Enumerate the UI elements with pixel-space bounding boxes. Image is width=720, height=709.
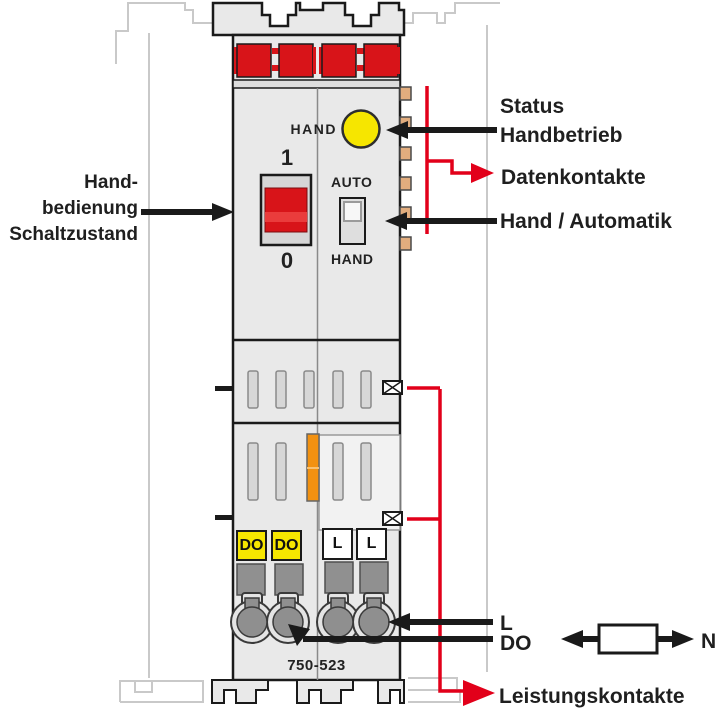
vent-slot <box>275 442 287 501</box>
vent-slot <box>275 370 287 409</box>
data-contact <box>399 236 412 251</box>
data-contact <box>399 146 412 161</box>
rocker-switch-stripe <box>265 212 307 222</box>
vent-slots-upper <box>247 370 372 409</box>
vent-slot <box>360 442 372 501</box>
terminal-inner <box>358 606 390 638</box>
vent-slot <box>303 370 315 409</box>
terminal-inner <box>322 606 354 638</box>
status-line1: Status <box>500 95 565 118</box>
din-rail-feet <box>211 679 405 704</box>
rocker-on-label: 1 <box>280 145 294 170</box>
n-diagram-left-arrowhead-icon <box>561 630 583 648</box>
red-arrowheads <box>463 163 495 706</box>
data-contact <box>399 86 412 101</box>
neutral-label: N <box>701 630 717 653</box>
latch-link <box>357 48 365 54</box>
status-arrowhead-icon <box>386 121 408 139</box>
leistungskontakte-arrowhead-icon <box>463 680 495 706</box>
latch-bar <box>234 47 237 74</box>
terminal-inner <box>236 606 268 638</box>
latch-bar <box>319 47 322 74</box>
handbedienung-line2: bedienung <box>41 198 138 219</box>
jumper-contact-x-icon <box>382 511 403 526</box>
red-circuit-lines <box>407 86 473 693</box>
data-contact <box>399 176 412 191</box>
terminal-do-label: DO <box>500 632 532 655</box>
rocker-off-label: 0 <box>280 248 294 273</box>
tick-mark-lower <box>215 515 234 520</box>
terminal-l-label: L <box>500 612 513 635</box>
datenkontakte-arrowhead-icon <box>471 163 494 183</box>
latch-band-divider <box>232 79 401 89</box>
vent-slot <box>247 370 259 409</box>
datenkontakte-branch <box>427 159 473 175</box>
vent-slot <box>360 370 372 409</box>
vent-slots-lower <box>247 442 372 501</box>
do-arrowhead-icon <box>288 624 310 646</box>
hand-status-led <box>341 109 381 149</box>
latch-link <box>272 48 280 54</box>
tick-mark-upper <box>215 386 234 391</box>
latch-link <box>357 65 365 71</box>
foot-center <box>296 679 354 704</box>
release-latches <box>234 43 400 78</box>
push-button <box>274 563 304 596</box>
annotation-arrowheads <box>212 121 694 648</box>
wire-terminals <box>230 592 396 644</box>
terminal-tag-do-1: DO <box>236 530 267 561</box>
handbedienung-line3: Schaltzustand <box>9 224 138 245</box>
terminal-tag-do-2: DO <box>271 530 302 561</box>
latch-block <box>363 43 399 78</box>
handbedienung-arrowhead-icon <box>212 203 234 221</box>
latch-link <box>272 65 280 71</box>
vent-slot <box>332 442 344 501</box>
foot-left <box>211 679 269 704</box>
foot-right <box>377 679 405 704</box>
leistungskontakte-label: Leistungskontakte <box>499 685 685 708</box>
latch-block <box>236 43 272 78</box>
power-contact-rail-line <box>438 389 464 693</box>
handbedienung-label: Hand- bedienung Schaltzustand <box>9 170 138 248</box>
latch-bar <box>313 47 316 74</box>
vent-slot <box>332 370 344 409</box>
mode-hand-label: HAND <box>331 251 374 267</box>
ghost-left-foot <box>119 680 204 703</box>
ghost-right-foot <box>408 677 461 703</box>
handbedienung-line1: Hand- <box>84 172 138 193</box>
push-button <box>324 561 354 594</box>
latch-block <box>278 43 314 78</box>
status-line2: Handbetrieb <box>500 124 623 147</box>
load-symbol-box <box>597 623 659 655</box>
power-jumper-contacts <box>382 380 403 526</box>
status-label: Status Handbetrieb <box>500 92 623 150</box>
latch-block <box>321 43 357 78</box>
l-arrowhead-icon <box>388 613 410 631</box>
latch-bar <box>397 47 400 74</box>
n-diagram-right-arrowhead-icon <box>672 630 694 648</box>
jumper-contact-x-icon <box>382 380 403 395</box>
terminal-tag-l-2: L <box>356 528 387 560</box>
ghost-left-top-profile <box>115 2 214 64</box>
terminal-tag-l-1: L <box>322 528 353 560</box>
model-number: 750-523 <box>287 657 346 674</box>
hand-automatik-label: Hand / Automatik <box>500 210 672 233</box>
din-rail-top-profile <box>211 1 406 37</box>
rocker-switch-red <box>264 187 308 233</box>
push-button <box>359 561 389 594</box>
led-hand-label: HAND <box>290 121 337 137</box>
mode-slide-knob <box>343 201 362 222</box>
datenkontakte-label: Datenkontakte <box>501 166 646 189</box>
vent-slot <box>247 442 259 501</box>
ghost-right-top-profile <box>404 2 500 24</box>
mode-arrowhead-icon <box>385 212 407 230</box>
push-button <box>236 563 266 596</box>
mode-auto-label: AUTO <box>331 174 373 190</box>
